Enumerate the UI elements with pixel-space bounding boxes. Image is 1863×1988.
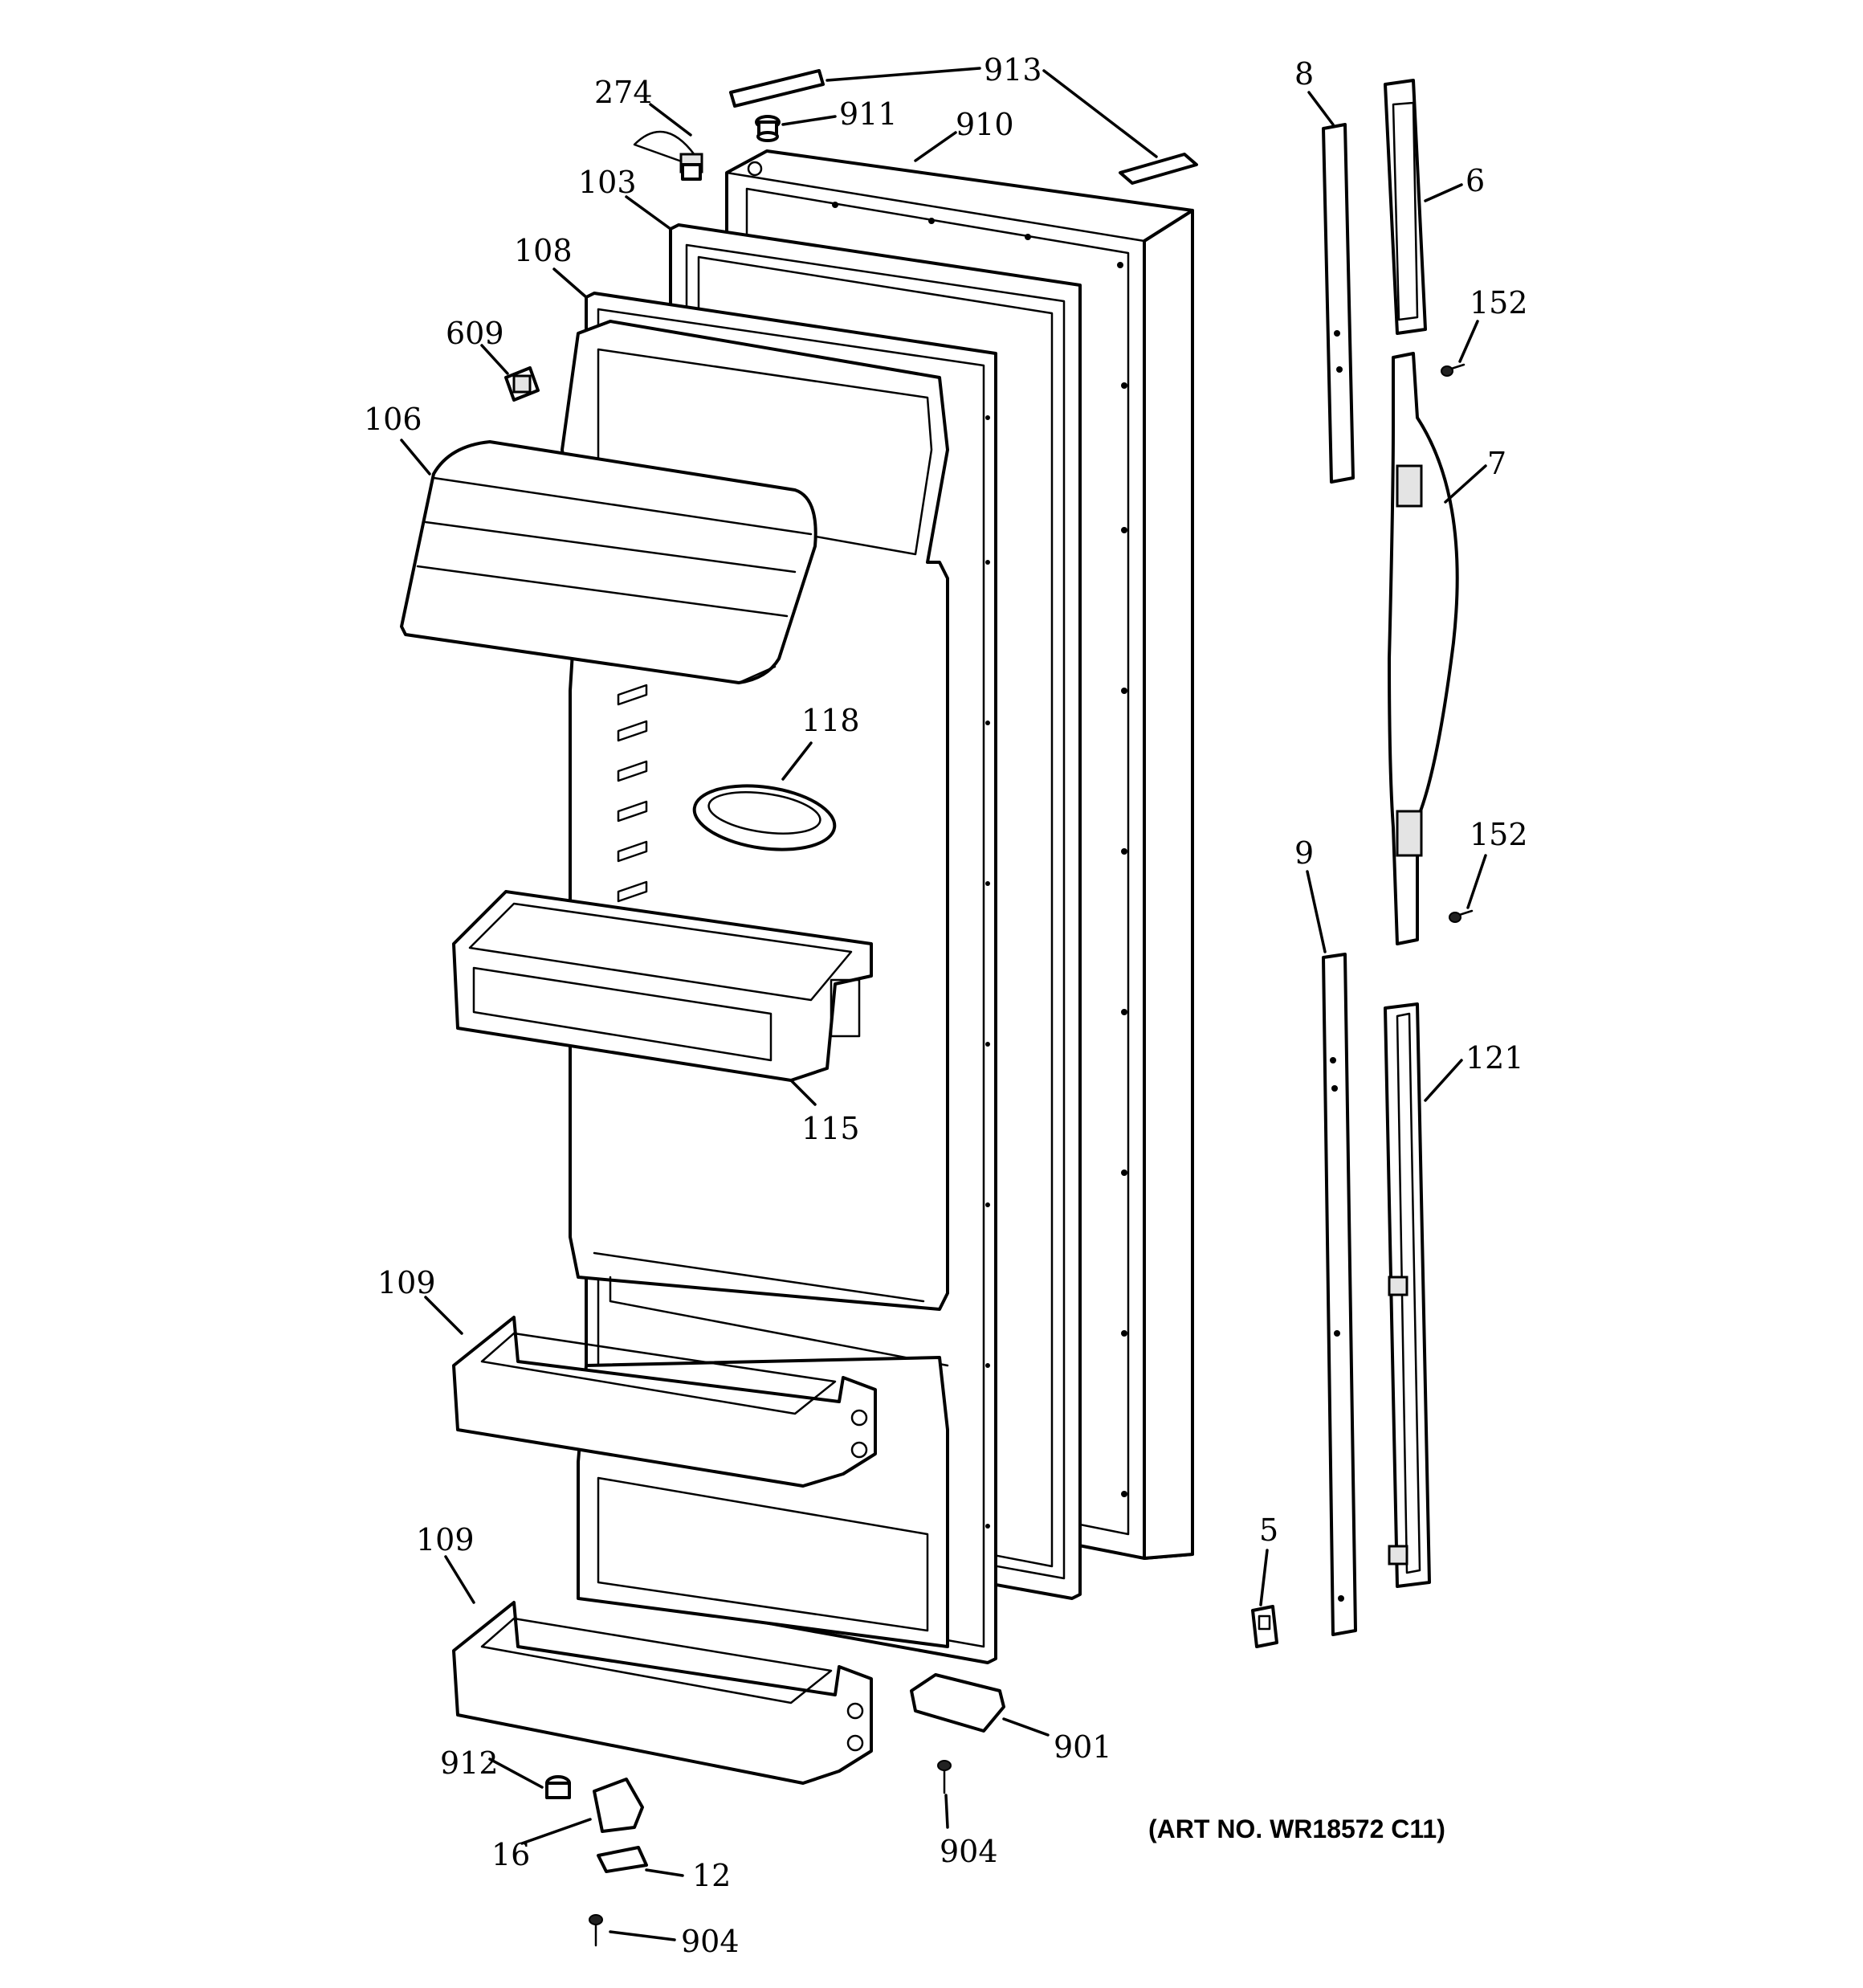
trim-strip-8 [1322,123,1355,484]
callout-108: 108 [514,233,573,268]
wire-harness-274 [633,130,703,181]
callout-109-middle: 109 [377,1265,436,1300]
handle-cap-6 [1384,79,1427,335]
screw-152-bottom [1449,909,1474,923]
callout-152-bottom: 152 [1470,817,1528,852]
switch-609 [504,366,540,402]
callout-904-center: 904 [940,1834,998,1869]
callout-118: 118 [801,703,860,738]
callout-106: 106 [364,402,422,437]
hinge-cover-913-top [729,69,825,108]
callout-7: 7 [1487,446,1506,481]
stop-block-901 [910,1673,1005,1733]
callout-121: 121 [1466,1040,1524,1076]
callout-911: 911 [839,96,898,132]
handle-7 [1388,352,1459,945]
art-number-label: (ART NO. WR18572 C11) [1148,1815,1445,1843]
egg-tray [692,784,837,851]
liner-edge-dots [985,415,990,1529]
screw-904-bottom [589,1914,603,1947]
dairy-compartment-cover [400,440,817,684]
middle-door-bin [452,1316,877,1488]
panel-screw-holes [832,202,1127,1497]
leader-lines [400,67,1487,1941]
callout-901: 901 [1054,1729,1112,1765]
lower-door-bin [452,1601,873,1785]
bushing-911 [755,115,781,142]
callout-115: 115 [801,1111,860,1146]
callout-910: 910 [956,107,1014,142]
hinge-cover-913-right [1119,153,1198,185]
callout-6: 6 [1466,163,1485,198]
callout-904-bottom: 904 [681,1924,740,1959]
callout-103: 103 [578,165,637,200]
callout-16: 16 [491,1837,530,1872]
callout-274: 274 [594,75,653,110]
callout-913: 913 [984,52,1042,88]
callout-109-lower: 109 [416,1522,475,1557]
hinge-16 [593,1778,644,1833]
upper-door-bin [452,890,873,1082]
callout-5: 5 [1259,1512,1278,1548]
callout-152-top: 152 [1470,285,1528,320]
callout-12: 12 [692,1858,731,1893]
screw-152-top [1441,363,1466,377]
plug-5 [1251,1605,1278,1648]
trim-strip-9 [1322,953,1357,1636]
callout-8: 8 [1294,56,1314,92]
callout-labels: 913 274 911 910 103 108 609 106 118 115 … [364,52,1528,1959]
shelf-rail-tabs [617,684,648,903]
handle-cap-121 [1384,1002,1431,1588]
cap-912 [545,1775,571,1799]
screw-904-center [937,1760,952,1794]
callout-912: 912 [440,1745,499,1781]
callout-609: 609 [446,316,504,351]
hinge-pin-12 [597,1846,648,1873]
callout-9: 9 [1294,835,1314,871]
